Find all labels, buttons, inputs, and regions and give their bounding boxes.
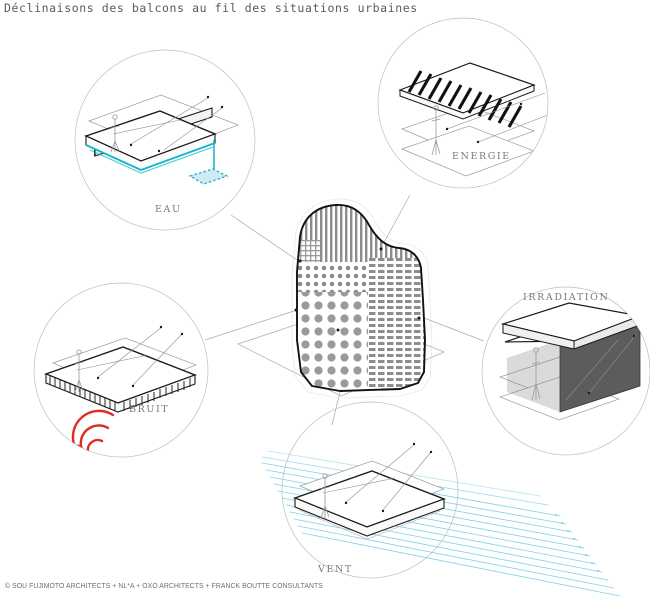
copyright-credit: © SOU FUJIMOTO ARCHITECTS + NL*A + OXO A… — [5, 583, 323, 590]
sound-wave-icon — [71, 409, 115, 456]
node-circle-bruit — [33, 282, 209, 458]
tower-node-dot — [417, 316, 421, 320]
tower-diagram — [291, 198, 433, 399]
node-circle-energie — [377, 17, 549, 189]
node-label-bruit: BRUIT — [129, 404, 169, 415]
figure-icon — [320, 473, 330, 519]
connector-energie — [381, 194, 411, 247]
figure-icon — [531, 347, 541, 401]
node-energie[interactable]: ENERGIE — [377, 17, 553, 189]
node-label-energie: ENERGIE — [452, 151, 511, 162]
tower-node-dot — [336, 328, 340, 332]
node-eau[interactable]: EAU — [74, 49, 256, 231]
connector-bruit — [204, 309, 298, 341]
acoustic-fins-icon — [49, 376, 191, 411]
tower-node-dot — [379, 247, 383, 251]
wind-arrow-heads — [554, 513, 600, 573]
connector-irradiation — [423, 317, 485, 342]
solar-louvers-icon — [407, 70, 523, 128]
node-label-eau: EAU — [155, 204, 182, 215]
node-circle-irradiation — [481, 286, 650, 456]
node-label-vent: VENT — [317, 564, 353, 575]
node-irradiation[interactable]: IRRADIATION — [481, 286, 650, 456]
water-basin-icon — [188, 168, 229, 185]
figure-icon — [74, 349, 84, 393]
wind-streamlines-icon — [261, 450, 621, 597]
tower-outline — [296, 204, 426, 392]
node-bruit[interactable]: BRUIT — [33, 282, 209, 458]
node-circle-eau — [74, 49, 256, 231]
node-label-irradiation: IRRADIATION — [523, 292, 609, 303]
figure-icon — [110, 114, 120, 153]
tower-node-dot — [294, 308, 298, 312]
node-vent[interactable]: VENT — [261, 401, 621, 597]
balcony-slab-bruit — [44, 346, 197, 404]
figure-icon — [431, 105, 441, 156]
water-edge-icon — [85, 142, 216, 172]
page-title: Déclinaisons des balcons au fil des situ… — [4, 1, 418, 15]
connector-eau — [230, 214, 301, 263]
tower-node-dot — [298, 259, 302, 263]
